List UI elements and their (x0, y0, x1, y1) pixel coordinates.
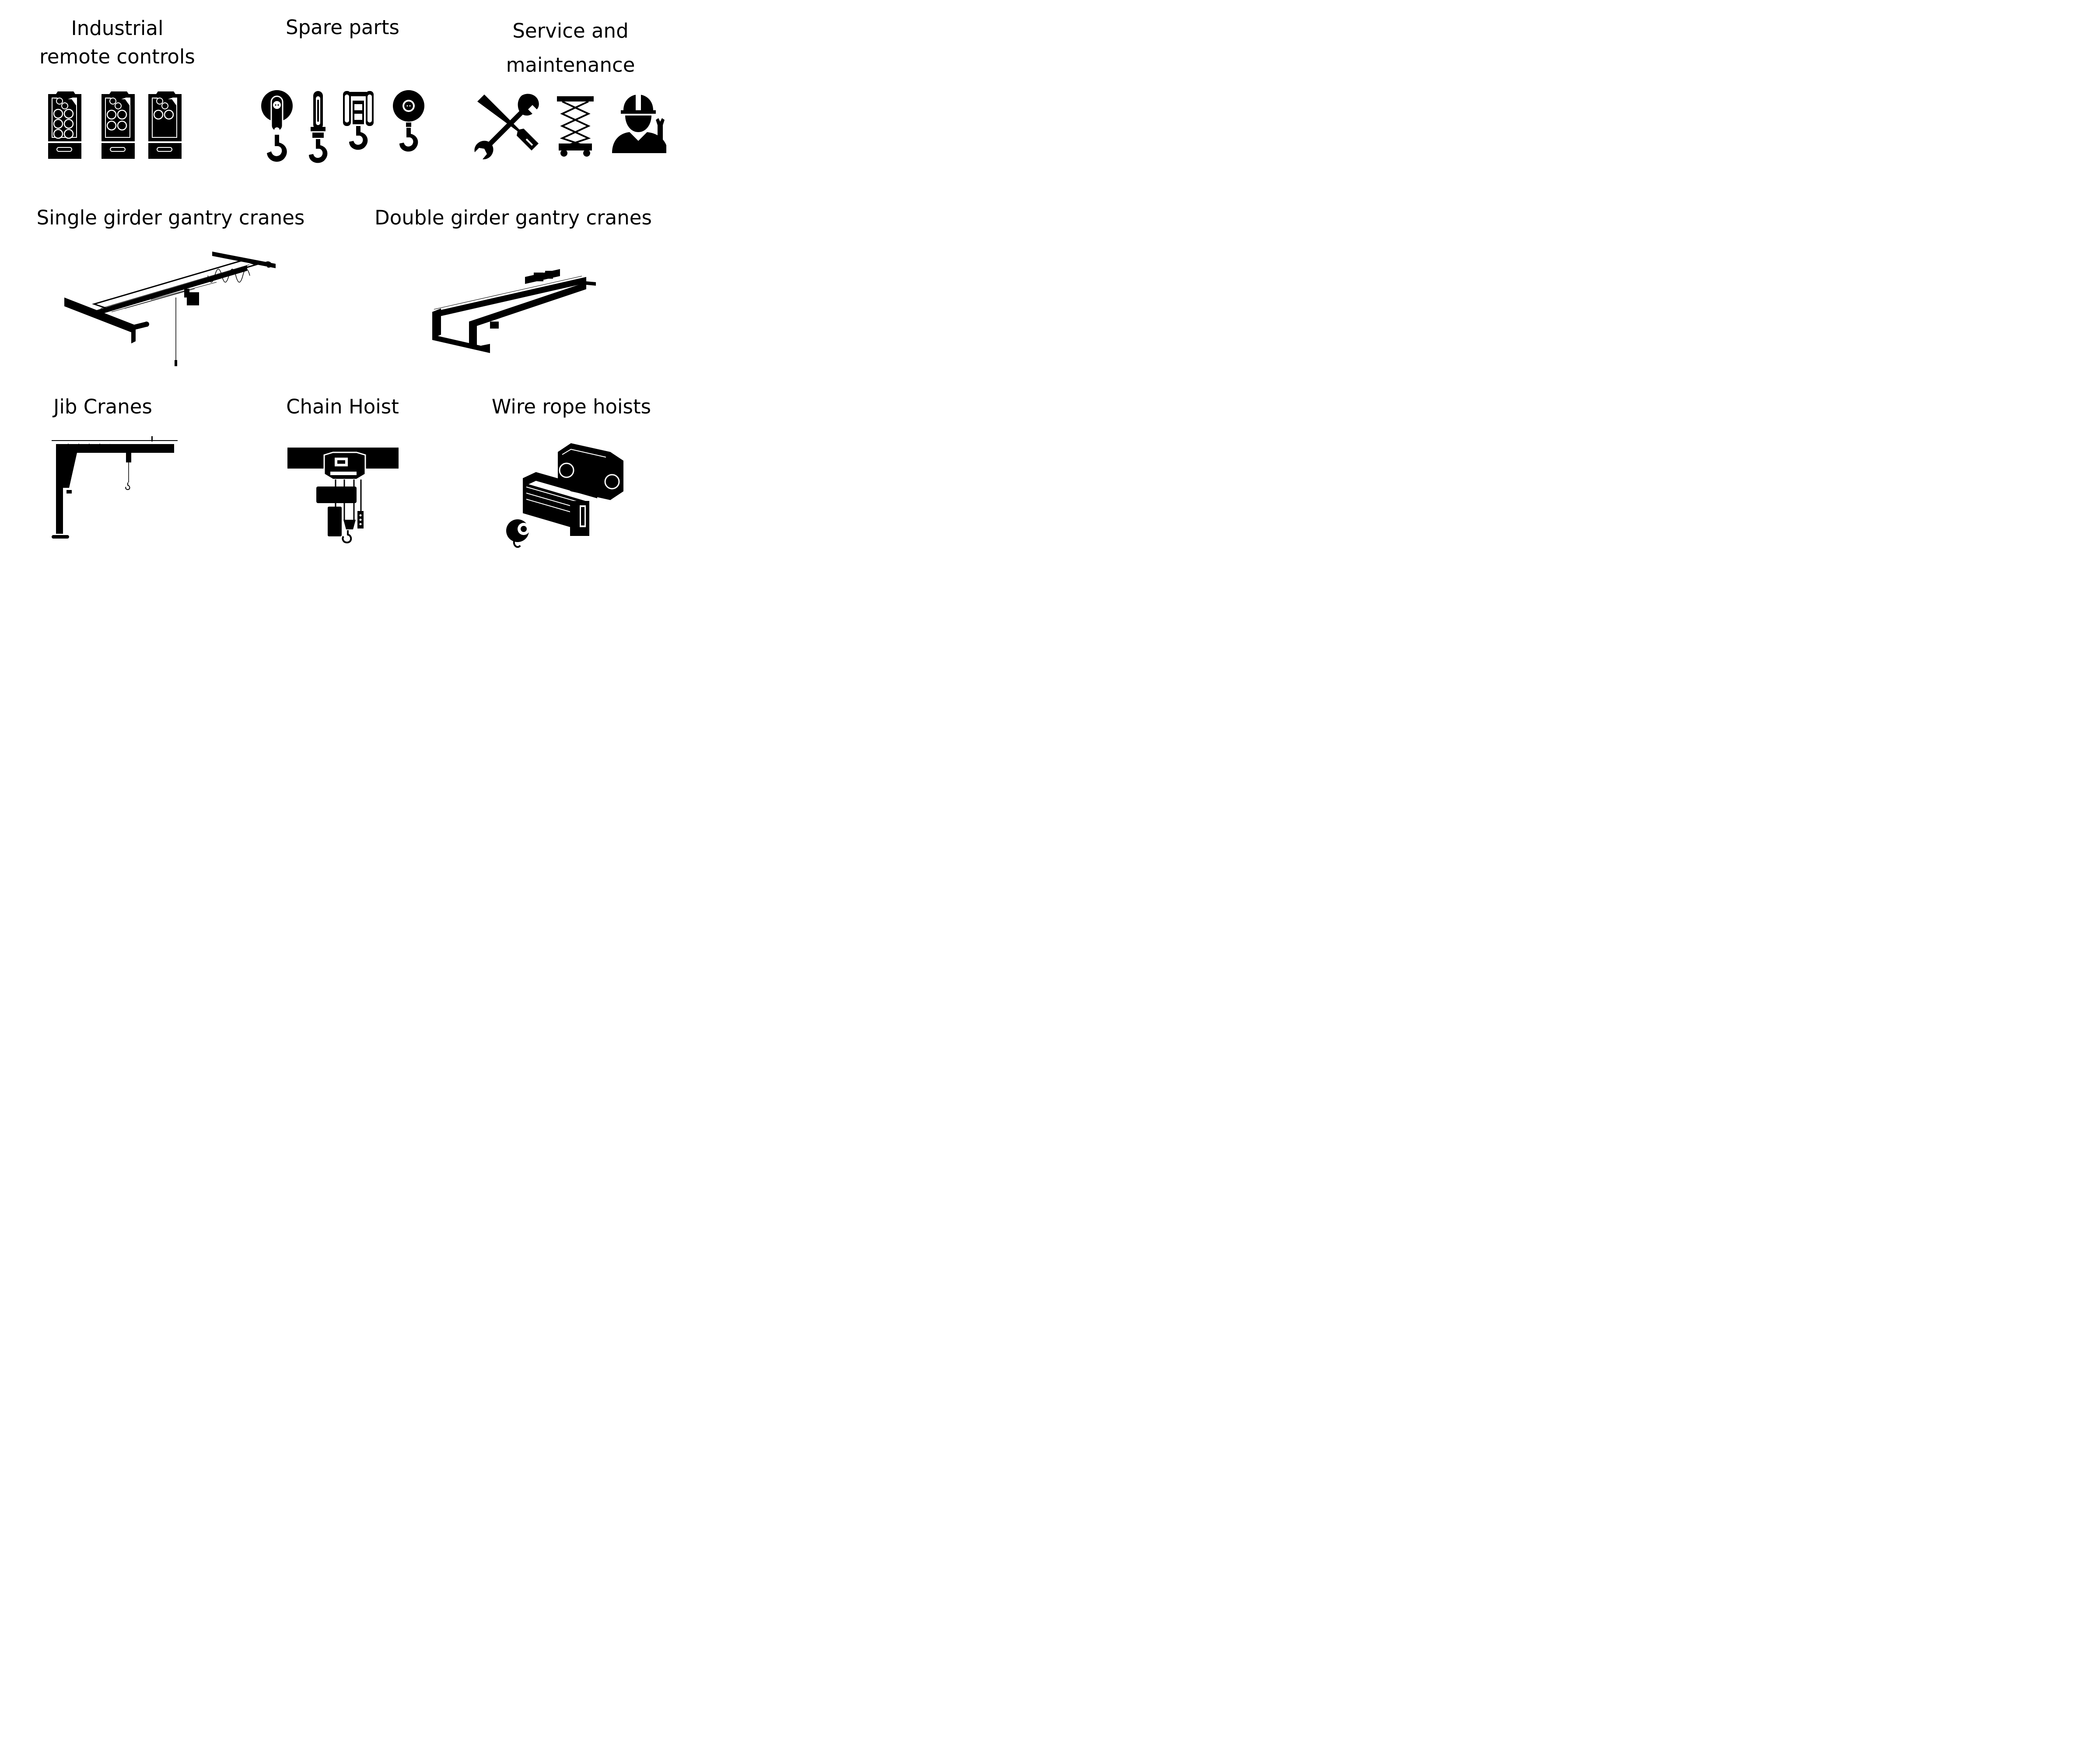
service-line2: maintenance (506, 53, 635, 77)
service-line1: Service and (512, 19, 629, 42)
chain-hoist-icon (287, 448, 399, 544)
category-chain-hoist-title: Chain Hoist (286, 395, 399, 418)
wire-rope-hoist-icon (506, 443, 623, 548)
remote-controls-line1: Industrial (71, 17, 164, 40)
wheel-hook-icon (393, 90, 424, 152)
remote-controls-line2: remote controls (39, 45, 195, 68)
category-remote-controls-title: Industrial remote controls (39, 14, 195, 71)
remote-control-icon (102, 91, 135, 159)
category-double-girder-title: Double girder gantry cranes (374, 206, 652, 229)
double-sheave-hook-icon (343, 91, 374, 150)
spare-parts-group (261, 90, 424, 163)
double-girder-crane-icon (432, 269, 596, 353)
service-group (474, 94, 666, 160)
remote-control-icon (48, 91, 81, 159)
category-service-title: Service and maintenance (506, 14, 635, 82)
remote-control-icon (148, 91, 182, 159)
jib-crane-icon (52, 436, 178, 539)
scissor-lift-icon (557, 96, 594, 157)
pulley-hook-icon (261, 90, 293, 162)
category-jib-title: Jib Cranes (53, 395, 152, 418)
remote-controls-group (48, 91, 182, 159)
wrench-screwdriver-icon (474, 94, 539, 160)
worker-with-wrench-icon (612, 94, 666, 153)
category-wire-rope-title: Wire rope hoists (491, 395, 651, 418)
category-spare-parts-title: Spare parts (286, 16, 399, 39)
hook-block-icon (309, 91, 328, 163)
single-girder-crane-icon (64, 252, 276, 366)
category-single-girder-title: Single girder gantry cranes (36, 206, 305, 229)
page: Industrial remote controls Spare parts S… (0, 0, 686, 571)
